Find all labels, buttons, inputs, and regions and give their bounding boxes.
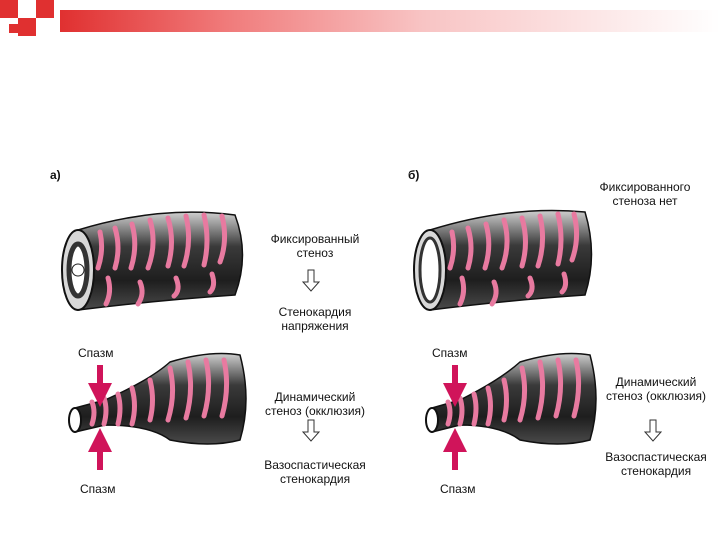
label-spasm-bottom-a: Спазм xyxy=(80,482,116,496)
label-no-fixed-stenosis-b: Фиксированного стеноза нет xyxy=(599,180,691,208)
label-vasospastic-a: Вазоспастическая стенокардия xyxy=(264,458,366,486)
label-dynamic-stenosis-a: Динамический стеноз (окклюзия) xyxy=(264,390,366,418)
panel-letter-b: б) xyxy=(408,168,420,182)
panel-letter-a: а) xyxy=(50,168,61,182)
outline-arrows xyxy=(301,269,663,442)
label-dynamic-stenosis-b: Динамический стеноз (окклюзия) xyxy=(605,375,707,403)
vessel-a-dynamic xyxy=(68,352,247,470)
label-fixed-stenosis-a: Фиксированный стеноз xyxy=(270,232,360,260)
label-spasm-top-a: Спазм xyxy=(78,346,114,360)
header-gradient-bar xyxy=(60,10,720,32)
vessel-a-fixed xyxy=(61,211,244,311)
label-spasm-top-b: Спазм xyxy=(432,346,468,360)
label-angina-effort-a: Стенокардия напряжения xyxy=(278,305,352,333)
label-vasospastic-b: Вазоспастическая стенокардия xyxy=(605,450,707,478)
label-spasm-bottom-b: Спазм xyxy=(440,482,476,496)
vessel-b-dynamic xyxy=(425,352,597,470)
corner-logo xyxy=(0,0,60,40)
vessel-b-normal xyxy=(413,209,593,311)
